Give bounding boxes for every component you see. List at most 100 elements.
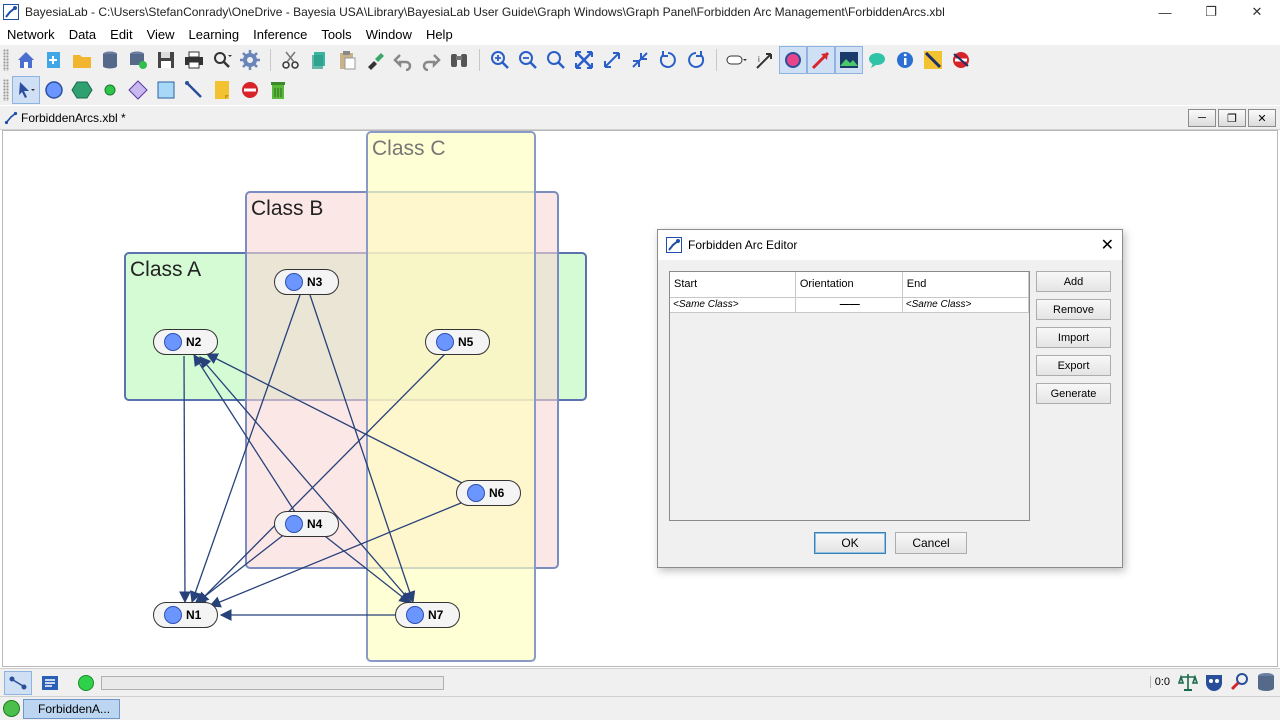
select-tool-button[interactable] (12, 76, 40, 104)
cell-end[interactable]: <Same Class> (902, 297, 1030, 313)
doc-minimize-button[interactable]: ─ (1188, 109, 1216, 127)
format-painter-button[interactable] (361, 46, 389, 74)
remove-button[interactable]: Remove (1036, 299, 1111, 320)
print-button[interactable] (180, 46, 208, 74)
node-n7[interactable]: N7 (395, 602, 460, 628)
doc-close-button[interactable]: ✕ (1248, 109, 1276, 127)
info-button[interactable] (891, 46, 919, 74)
cut-button[interactable] (277, 46, 305, 74)
mask-icon[interactable] (1202, 671, 1226, 693)
node-color-button[interactable] (779, 46, 807, 74)
edge-n5-n1[interactable] (197, 352, 447, 604)
import-button[interactable]: Import (1036, 327, 1111, 348)
rotate-right-button[interactable] (682, 46, 710, 74)
edge-n4-n7[interactable] (320, 532, 411, 604)
decision-node-tool-button[interactable] (68, 76, 96, 104)
menu-edit[interactable]: Edit (110, 27, 133, 42)
toolbar-grip[interactable] (3, 49, 9, 71)
small-node-tool-button[interactable] (96, 76, 124, 104)
node-n4[interactable]: N4 (274, 511, 339, 537)
edge-n7-n2[interactable] (199, 356, 412, 603)
image-button[interactable] (835, 46, 863, 74)
arc-info-button[interactable]: i (751, 46, 779, 74)
edge-n6-n2[interactable] (205, 353, 463, 484)
menu-learning[interactable]: Learning (188, 27, 240, 42)
node-n1[interactable]: N1 (153, 602, 218, 628)
close-icon[interactable]: ✕ (1100, 237, 1114, 254)
dialog-title-bar[interactable]: Forbidden Arc Editor ✕ (658, 230, 1122, 260)
close-window-button[interactable]: ✕ (1251, 4, 1263, 19)
forbidden-arc-button[interactable] (919, 46, 947, 74)
node-n6[interactable]: N6 (456, 480, 521, 506)
gear-green-icon[interactable] (3, 700, 20, 717)
class-c-box[interactable]: Class C (366, 131, 536, 662)
node-n3[interactable]: N3 (274, 269, 339, 295)
home-button[interactable] (12, 46, 40, 74)
validation-mode-button[interactable] (36, 671, 64, 695)
menu-inference[interactable]: Inference (253, 27, 308, 42)
shrink-button[interactable] (626, 46, 654, 74)
open-button[interactable] (68, 46, 96, 74)
open-database-button[interactable] (96, 46, 124, 74)
menu-network[interactable]: Network (7, 27, 55, 42)
menu-help[interactable]: Help (425, 27, 453, 42)
menu-tools[interactable]: Tools (321, 27, 352, 42)
copy-button[interactable] (305, 46, 333, 74)
expand-button[interactable] (598, 46, 626, 74)
edge-n4-n1[interactable] (194, 532, 287, 605)
arc-color-button[interactable] (807, 46, 835, 74)
arc-tool-button[interactable] (180, 76, 208, 104)
database-refresh-button[interactable] (124, 46, 152, 74)
node-tool-button[interactable] (40, 76, 68, 104)
menu-window[interactable]: Window (365, 27, 412, 42)
redo-button[interactable] (417, 46, 445, 74)
column-header-start[interactable]: Start (670, 272, 796, 298)
zoom-out-button[interactable] (514, 46, 542, 74)
utility-node-tool-button[interactable] (124, 76, 152, 104)
menu-data[interactable]: Data (68, 27, 97, 42)
rotate-left-button[interactable] (654, 46, 682, 74)
find-button[interactable] (445, 46, 473, 74)
cell-orientation[interactable]: —— (795, 297, 903, 313)
settings-button[interactable] (236, 46, 264, 74)
generate-button[interactable]: Generate (1036, 383, 1111, 404)
ok-button[interactable]: OK (814, 532, 886, 554)
paste-button[interactable] (333, 46, 361, 74)
column-header-end[interactable]: End (902, 272, 1030, 298)
database-status-icon[interactable] (1254, 671, 1278, 693)
edge-n6-n1[interactable] (208, 502, 462, 608)
edge-n2-n1[interactable] (179, 355, 191, 604)
node-display-button[interactable] (723, 46, 751, 74)
add-button[interactable]: Add (1036, 271, 1111, 292)
edge-n3-n7[interactable] (309, 294, 416, 604)
save-button[interactable] (152, 46, 180, 74)
search-red-icon[interactable] (1228, 671, 1252, 693)
minimize-button[interactable]: — (1158, 4, 1172, 20)
node-n2[interactable]: N2 (153, 329, 218, 355)
delete-tool-button[interactable] (264, 76, 292, 104)
toolbar-grip[interactable] (3, 79, 9, 101)
undo-button[interactable] (389, 46, 417, 74)
modeling-mode-button[interactable] (4, 671, 32, 695)
restore-button[interactable]: ❐ (1205, 4, 1217, 19)
note-tool-button[interactable] (208, 76, 236, 104)
doc-restore-button[interactable]: ❐ (1218, 109, 1246, 127)
table-row[interactable]: <Same Class> —— <Same Class> (670, 297, 1030, 313)
graph-canvas[interactable]: Class A Class B Class C N3 N2 N5 N6 N4 N… (2, 130, 1278, 667)
menu-view[interactable]: View (146, 27, 175, 42)
zoom-default-button[interactable] (542, 46, 570, 74)
new-network-button[interactable] (40, 46, 68, 74)
edge-n3-n1[interactable] (189, 294, 301, 604)
forbid-tool-button[interactable] (236, 76, 264, 104)
forbidden-arcs-table[interactable]: Start Orientation End <Same Class> —— <S… (669, 271, 1030, 521)
delete-arc-button[interactable] (947, 46, 975, 74)
inspect-button[interactable] (208, 46, 236, 74)
cell-start[interactable]: <Same Class> (670, 297, 796, 313)
constraint-node-tool-button[interactable] (152, 76, 180, 104)
edge-n4-n2[interactable] (193, 354, 296, 513)
taskbar-tab-forbiddenarcs[interactable]: ForbiddenA... (23, 699, 120, 719)
comment-button[interactable] (863, 46, 891, 74)
node-n5[interactable]: N5 (425, 329, 490, 355)
cancel-button[interactable]: Cancel (895, 532, 967, 554)
export-button[interactable]: Export (1036, 355, 1111, 376)
